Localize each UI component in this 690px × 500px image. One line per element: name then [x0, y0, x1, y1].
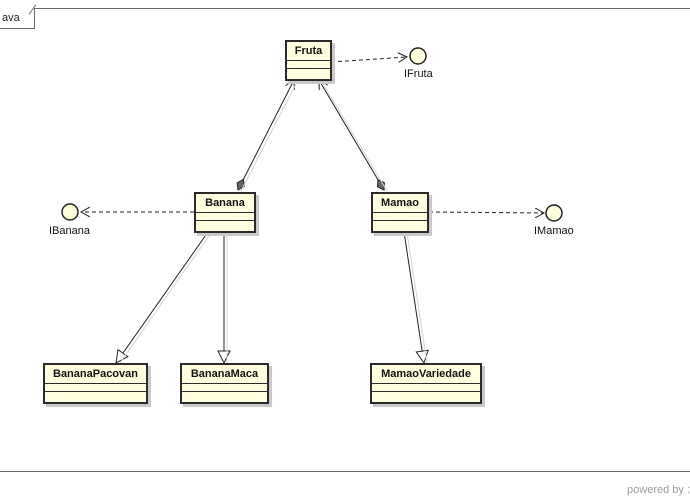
attributes-compartment	[372, 384, 480, 392]
attributes-compartment	[182, 384, 267, 392]
class-fruta[interactable]: Fruta	[285, 40, 332, 81]
class-banana[interactable]: Banana	[194, 192, 256, 233]
mamao-fruta-association	[319, 80, 384, 190]
mamaovariedade-mamao-generalization	[403, 231, 424, 363]
class-mamao-variedade[interactable]: MamaoVariedade	[370, 363, 482, 404]
bananapacovan-banana-generalization	[116, 231, 209, 363]
interface-label-ibanana: IBanana	[49, 225, 90, 237]
operations-compartment	[373, 221, 427, 228]
fruta-ifruta-dependency	[330, 57, 407, 62]
diagram-frame	[0, 8, 690, 472]
operations-compartment	[45, 392, 146, 399]
interface-label-imamao: IMamao	[534, 225, 574, 237]
operations-compartment	[372, 392, 480, 399]
mamao-imamao-dependency	[428, 212, 544, 213]
class-name: BananaPacovan	[45, 365, 146, 384]
operations-compartment	[196, 221, 254, 228]
imamao-interface-icon	[545, 204, 563, 222]
attributes-compartment	[45, 384, 146, 392]
class-name: Fruta	[287, 42, 330, 61]
class-name: MamaoVariedade	[372, 365, 480, 384]
class-mamao[interactable]: Mamao	[371, 192, 429, 233]
operations-compartment	[182, 392, 267, 399]
class-name: Mamao	[373, 194, 427, 213]
class-name: Banana	[196, 194, 254, 213]
powered-by-footer: powered by :	[627, 484, 690, 496]
class-banana-pacovan[interactable]: BananaPacovan	[43, 363, 148, 404]
operations-compartment	[287, 69, 330, 76]
ifruta-interface-icon	[409, 47, 427, 65]
ibanana-interface-icon	[61, 203, 79, 221]
frame-tab: ava	[0, 8, 35, 29]
class-name: BananaMaca	[182, 365, 267, 384]
attributes-compartment	[373, 213, 427, 221]
class-banana-maca[interactable]: BananaMaca	[180, 363, 269, 404]
attributes-compartment	[196, 213, 254, 221]
banana-fruta-association	[238, 80, 294, 190]
interface-label-ifruta: IFruta	[404, 68, 433, 80]
attributes-compartment	[287, 61, 330, 69]
